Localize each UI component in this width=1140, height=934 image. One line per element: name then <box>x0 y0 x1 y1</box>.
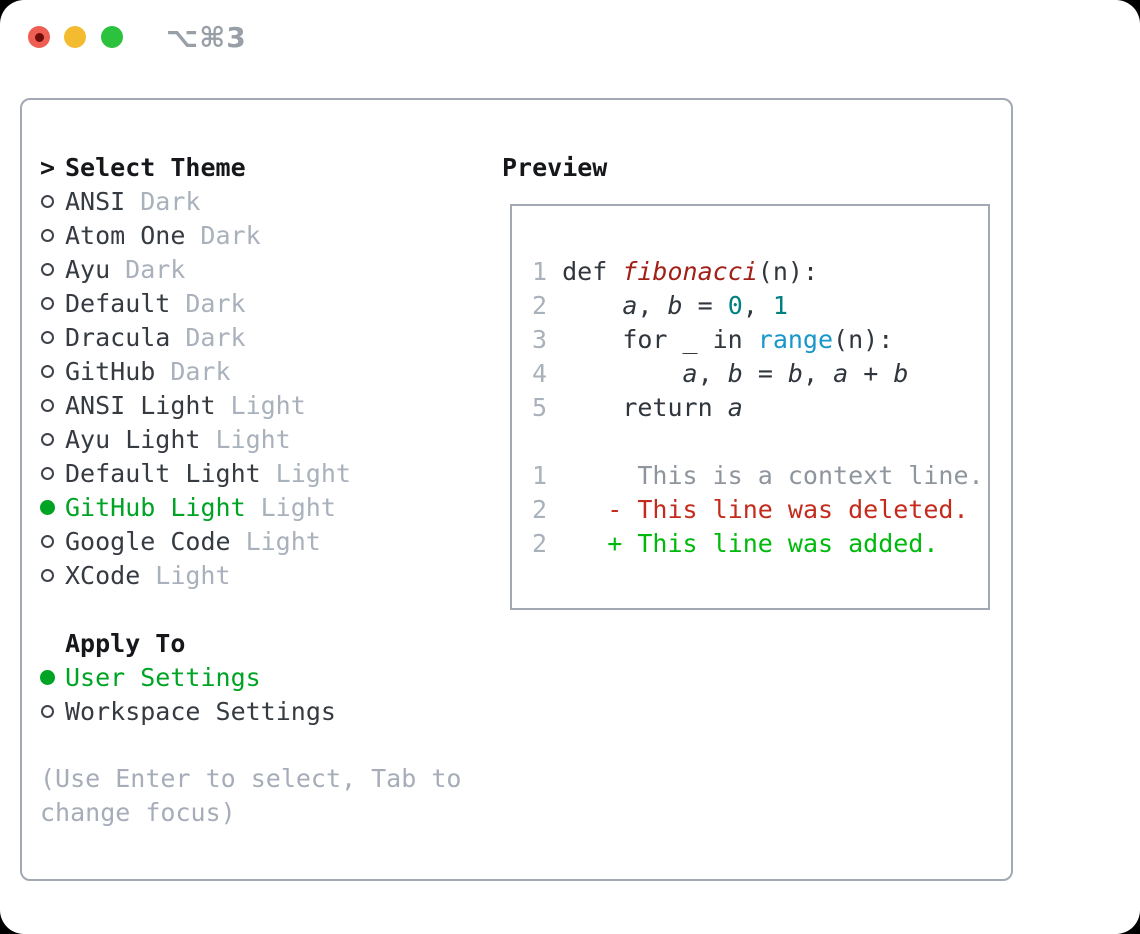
theme-variant: Light <box>215 424 291 454</box>
theme-name: Default <box>65 288 171 318</box>
diff-added-line: 2 + This line was added. <box>532 528 939 558</box>
theme-variant: Light <box>155 560 231 590</box>
theme-name: GitHub Light <box>65 492 246 522</box>
theme-name: ANSI <box>65 186 126 216</box>
minimize-button-icon[interactable] <box>64 26 86 48</box>
zoom-button-icon[interactable] <box>101 26 123 48</box>
theme-option-atom-one-dark[interactable]: Atom One Dark <box>40 218 490 252</box>
close-button-icon[interactable] <box>28 26 50 48</box>
section-title: Select Theme <box>65 152 246 182</box>
theme-option-ansi-light[interactable]: ANSI Light Light <box>40 388 490 422</box>
code-line: 2 a, b = 0, 1 <box>532 290 788 320</box>
radio-icon <box>40 364 55 378</box>
theme-name: Ayu Light <box>65 424 201 454</box>
theme-option-ayu-light[interactable]: Ayu Light Light <box>40 422 490 456</box>
spacer <box>40 728 490 762</box>
theme-name: GitHub <box>65 356 156 386</box>
apply-option-workspace-settings[interactable]: Workspace Settings <box>40 694 490 728</box>
section-title: Apply To <box>65 628 186 658</box>
code-line: 3 for _ in range(n): <box>532 324 894 354</box>
diff-context-line: 1 This is a context line. <box>532 460 984 490</box>
theme-variant: Dark <box>170 356 231 386</box>
radio-icon <box>40 228 55 242</box>
theme-variant: Dark <box>125 254 186 284</box>
theme-variant: Dark <box>185 322 246 352</box>
diff-deleted-line: 2 - This line was deleted. <box>532 494 969 524</box>
radio-icon <box>40 432 55 446</box>
theme-option-ansi-dark[interactable]: ANSI Dark <box>40 184 490 218</box>
theme-name: Ayu <box>65 254 111 284</box>
theme-variant: Light <box>260 492 336 522</box>
radio-icon <box>40 194 55 208</box>
prompt-icon: > <box>39 152 56 182</box>
theme-name: ANSI Light <box>65 390 216 420</box>
code-line: 5 return a <box>532 392 743 422</box>
radio-selected-icon <box>40 669 55 685</box>
theme-name: Atom One <box>65 220 186 250</box>
theme-variant: Light <box>275 458 351 488</box>
preview-box: 1 def fibonacci(n): 2 a, b = 0, 1 3 for … <box>510 204 990 610</box>
preview-title: Preview <box>502 152 608 182</box>
blank-line <box>532 424 988 458</box>
window-hotkey-label: ⌥⌘3 <box>166 20 247 54</box>
theme-variant: Dark <box>185 288 246 318</box>
radio-icon <box>40 534 55 548</box>
theme-variant: Dark <box>200 220 261 250</box>
radio-icon <box>40 296 55 310</box>
code-line: 4 a, b = b, a + b <box>532 358 909 388</box>
radio-icon <box>40 568 55 582</box>
apply-option-label: User Settings <box>65 662 261 692</box>
apply-option-label: Workspace Settings <box>65 696 336 726</box>
theme-option-github-dark[interactable]: GitHub Dark <box>40 354 490 388</box>
theme-option-default-dark[interactable]: Default Dark <box>40 286 490 320</box>
code-line: 1 def fibonacci(n): <box>532 256 819 286</box>
theme-picker-panel: > Select Theme ANSI Dark Atom One Dark A… <box>20 98 1013 881</box>
theme-option-dracula-dark[interactable]: Dracula Dark <box>40 320 490 354</box>
theme-variant: Light <box>230 390 306 420</box>
radio-icon <box>40 330 55 344</box>
theme-name: Google Code <box>65 526 231 556</box>
theme-option-default-light[interactable]: Default Light Light <box>40 456 490 490</box>
keyboard-hint: (Use Enter to select, Tab to change focu… <box>40 764 462 827</box>
theme-name: Dracula <box>65 322 171 352</box>
radio-icon <box>40 398 55 412</box>
radio-icon <box>40 704 55 718</box>
radio-selected-icon <box>40 499 55 515</box>
titlebar: ⌥⌘3 <box>0 0 1140 72</box>
theme-name: Default Light <box>65 458 261 488</box>
radio-icon <box>40 466 55 480</box>
select-theme-header: > Select Theme <box>40 150 490 184</box>
theme-variant: Light <box>245 526 321 556</box>
apply-to-header: Apply To <box>40 626 490 660</box>
theme-option-ayu-dark[interactable]: Ayu Dark <box>40 252 490 286</box>
apply-option-user-settings[interactable]: User Settings <box>40 660 490 694</box>
theme-option-xcode-light[interactable]: XCode Light <box>40 558 490 592</box>
theme-list-column: > Select Theme ANSI Dark Atom One Dark A… <box>40 150 490 830</box>
theme-option-github-light[interactable]: GitHub Light Light <box>40 490 490 524</box>
spacer <box>40 592 490 626</box>
theme-name: XCode <box>65 560 141 590</box>
theme-variant: Dark <box>140 186 201 216</box>
radio-icon <box>40 262 55 276</box>
theme-option-google-code-light[interactable]: Google Code Light <box>40 524 490 558</box>
